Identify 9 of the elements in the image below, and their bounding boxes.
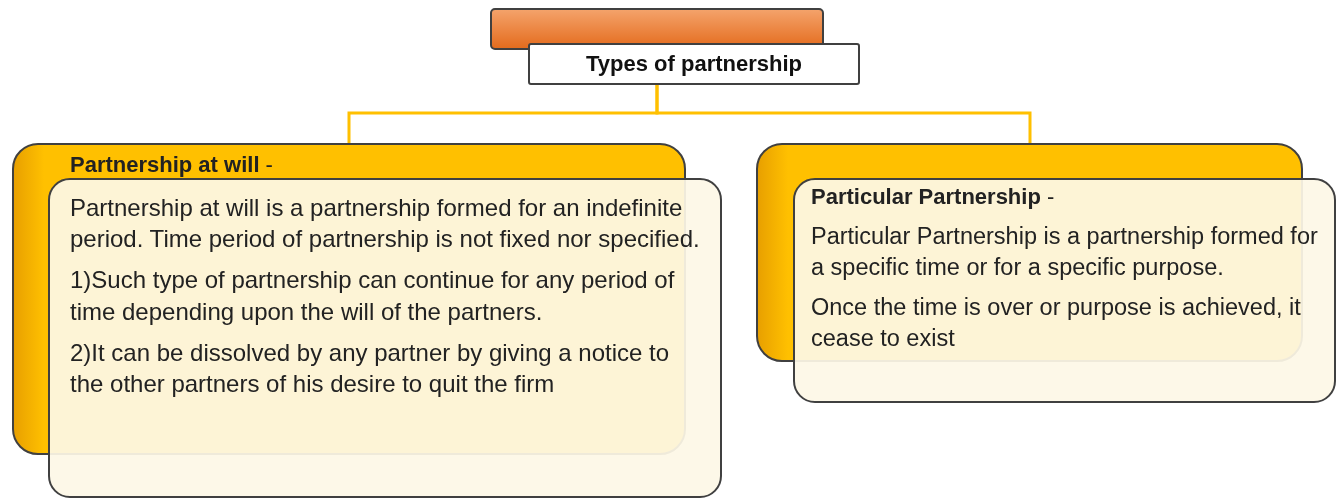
card-text: 2)It can be dissolved by any partner by giving a notice to the other partners of his desire to quit the firm xyxy=(70,337,670,399)
card-heading: Particular Partnership - xyxy=(811,184,1056,210)
card-heading: Partnership at will - xyxy=(70,152,274,178)
title-box: Types of partnership xyxy=(528,43,860,85)
card-text: Particular Partnership is a partnership formed for a specific time or for a specific purpose. xyxy=(811,222,1319,282)
card-text: 1)Such type of partnership can continue for any period of time depending upon the will of the partners. xyxy=(70,265,676,327)
connector-line xyxy=(655,85,1032,143)
card-text: Once the time is over or purpose is achieved, it cease to exist xyxy=(811,293,1302,353)
card-text: Partnership at will is a partnership formed for an indefinite period. Time period of partnership is not fixed nor specified. xyxy=(70,193,701,255)
